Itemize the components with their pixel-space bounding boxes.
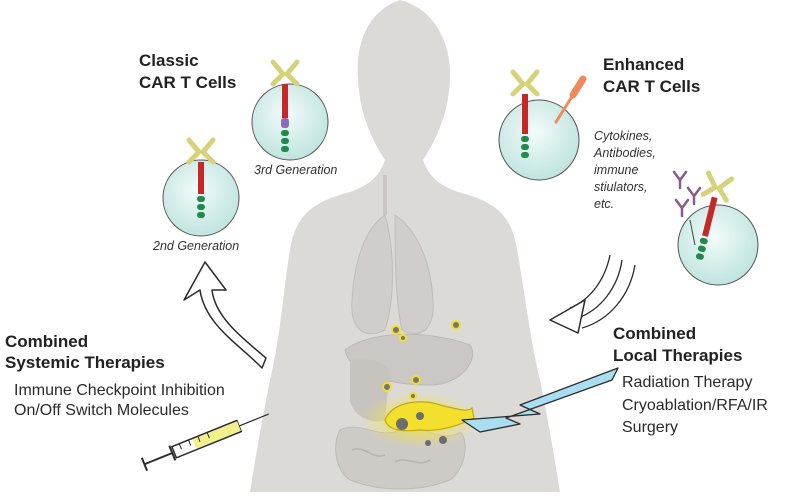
enhancer-item-1: Cytokines,	[594, 129, 653, 143]
local-title-line1: Combined	[613, 324, 697, 343]
pipette-icon	[554, 75, 587, 124]
label-2nd-generation: 2nd Generation	[153, 239, 240, 253]
car-receptor-3rd-gen	[270, 59, 300, 152]
arrow-systemic-to-classic	[183, 261, 267, 369]
enhancer-item-2: Antibodies,	[594, 146, 656, 160]
cell-3rd-generation	[251, 59, 329, 161]
local-item-3: Surgery	[622, 419, 679, 436]
cell-enhanced-top	[498, 69, 587, 181]
systemic-title-line1: Combined	[5, 332, 89, 351]
enhanced-title-line2: CAR T Cells	[603, 77, 701, 96]
car-receptor-2nd-gen	[186, 137, 216, 218]
local-item-1: Radiation Therapy	[622, 374, 753, 391]
classic-title-line2: CAR T Cells	[139, 73, 237, 92]
pancreas-tumor	[360, 320, 480, 448]
cell-2nd-generation	[162, 137, 240, 237]
syringe-icon	[140, 413, 269, 472]
arrow-enhanced-to-local	[549, 254, 636, 334]
local-title-line2: Local Therapies	[613, 346, 743, 365]
enhancer-item-3: immune	[594, 163, 639, 177]
cell-enhanced-bottom	[672, 170, 759, 286]
label-3rd-generation: 3rd Generation	[254, 163, 338, 177]
systemic-item-1: Immune Checkpoint Inhibition	[14, 382, 225, 399]
local-item-2: Cryoablation/RFA/IR	[622, 397, 768, 414]
classic-title-line1: Classic	[139, 51, 199, 70]
lightning-bolt	[461, 367, 619, 433]
systemic-item-2: On/Off Switch Molecules	[14, 402, 189, 419]
enhancer-item-4: stiulators,	[594, 180, 648, 194]
antibody-icons	[672, 170, 702, 218]
enhanced-title-line1: Enhanced	[603, 55, 685, 74]
systemic-title-line2: Systemic Therapies	[5, 353, 165, 372]
enhancer-item-5: etc.	[594, 197, 615, 211]
